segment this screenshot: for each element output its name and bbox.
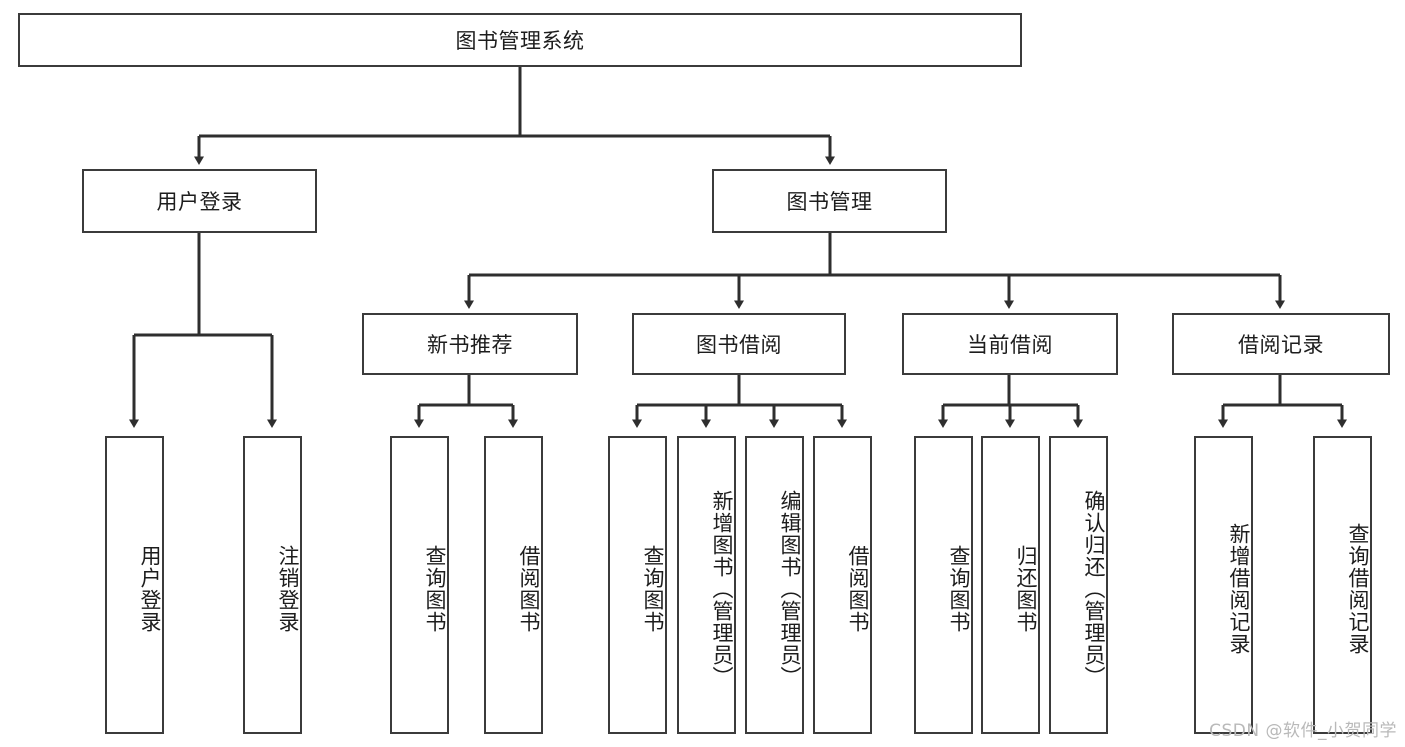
node-leaf-user-logout[interactable]: 注销登录 xyxy=(243,436,302,734)
node-leaf-user-logout-label: 注销登录 xyxy=(276,545,300,633)
node-current-borrow[interactable]: 当前借阅 xyxy=(902,313,1118,375)
node-leaf-add-borrow-record-label: 新增借阅记录 xyxy=(1227,523,1251,655)
node-user-login-label: 用户登录 xyxy=(156,190,243,214)
node-leaf-add-book-admin[interactable]: 新增图书（管理员） xyxy=(677,436,736,734)
node-new-book-recommend-label: 新书推荐 xyxy=(427,333,513,357)
node-book-management[interactable]: 图书管理 xyxy=(712,169,947,233)
node-leaf-query-book-1-label: 查询图书 xyxy=(423,545,447,633)
node-root-label: 图书管理系统 xyxy=(455,29,585,53)
node-root[interactable]: 图书管理系统 xyxy=(18,13,1022,67)
node-leaf-user-login-label: 用户登录 xyxy=(138,545,162,633)
node-leaf-query-borrow-record[interactable]: 查询借阅记录 xyxy=(1313,436,1372,734)
node-leaf-return-book[interactable]: 归还图书 xyxy=(981,436,1040,734)
watermark: CSDN @软件_小贺同学 xyxy=(1209,721,1397,741)
node-leaf-query-book-2[interactable]: 查询图书 xyxy=(608,436,667,734)
node-leaf-return-book-label: 归还图书 xyxy=(1014,545,1038,633)
node-leaf-add-book-admin-label: 新增图书（管理员） xyxy=(710,490,734,688)
node-leaf-query-book-1[interactable]: 查询图书 xyxy=(390,436,449,734)
node-leaf-user-login[interactable]: 用户登录 xyxy=(105,436,164,734)
node-leaf-query-book-2-label: 查询图书 xyxy=(641,545,665,633)
node-leaf-confirm-return-admin-label: 确认归还（管理员） xyxy=(1082,490,1106,688)
node-leaf-confirm-return-admin[interactable]: 确认归还（管理员） xyxy=(1049,436,1108,734)
node-leaf-edit-book-admin-label: 编辑图书（管理员） xyxy=(778,490,802,688)
node-borrow-record-label: 借阅记录 xyxy=(1238,333,1324,357)
node-leaf-borrow-book-1-label: 借阅图书 xyxy=(517,545,541,633)
node-leaf-borrow-book-1[interactable]: 借阅图书 xyxy=(484,436,543,734)
node-book-borrow-label: 图书借阅 xyxy=(696,333,782,357)
node-new-book-recommend[interactable]: 新书推荐 xyxy=(362,313,578,375)
node-leaf-query-book-3-label: 查询图书 xyxy=(947,545,971,633)
node-leaf-borrow-book-2-label: 借阅图书 xyxy=(846,545,870,633)
node-leaf-query-borrow-record-label: 查询借阅记录 xyxy=(1346,523,1370,655)
node-current-borrow-label: 当前借阅 xyxy=(967,333,1053,357)
node-leaf-edit-book-admin[interactable]: 编辑图书（管理员） xyxy=(745,436,804,734)
node-leaf-query-book-3[interactable]: 查询图书 xyxy=(914,436,973,734)
node-leaf-borrow-book-2[interactable]: 借阅图书 xyxy=(813,436,872,734)
node-book-management-label: 图书管理 xyxy=(786,190,873,214)
node-user-login[interactable]: 用户登录 xyxy=(82,169,317,233)
node-leaf-add-borrow-record[interactable]: 新增借阅记录 xyxy=(1194,436,1253,734)
node-borrow-record[interactable]: 借阅记录 xyxy=(1172,313,1390,375)
node-book-borrow[interactable]: 图书借阅 xyxy=(632,313,846,375)
